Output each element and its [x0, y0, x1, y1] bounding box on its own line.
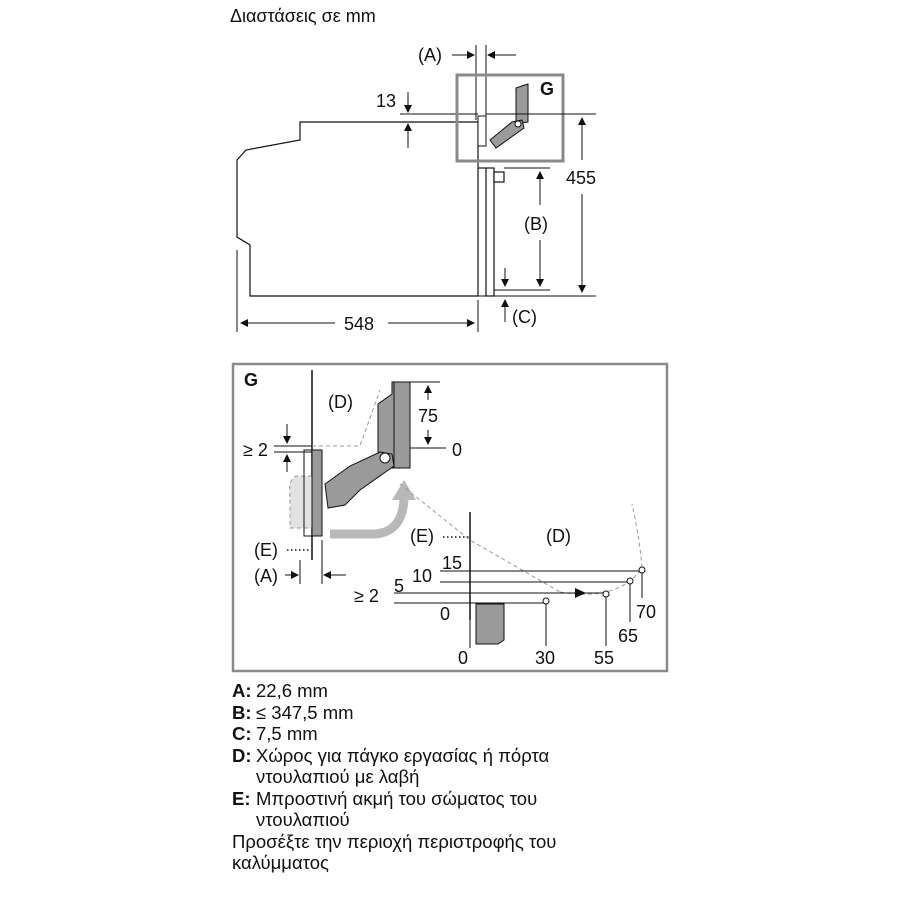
- legend-text: Χώρος για πάγκο εργασίας ή πόρτα ντουλαπ…: [256, 744, 550, 788]
- legend-key: D:: [232, 744, 252, 766]
- scale-0: 0: [440, 604, 450, 624]
- legend-row-B: B: ≤ 347,5 mm: [232, 702, 556, 724]
- label-B: (B): [524, 214, 548, 234]
- legend-text: Μπροστινή ακμή του σώματος του ντουλαπιο…: [256, 787, 538, 831]
- label-A-top: (A): [418, 45, 442, 65]
- label-A-detail: (A): [254, 566, 278, 586]
- legend-row-A: A: 22,6 mm: [232, 680, 556, 702]
- bracket-plate: [393, 381, 411, 469]
- scale-5: 5: [394, 576, 404, 596]
- rotation-arrowhead: [392, 480, 416, 500]
- label-C: (C): [512, 307, 537, 327]
- legend-key: B:: [232, 701, 252, 723]
- oven-side-view: [236, 121, 505, 297]
- scale-10: 10: [412, 566, 432, 586]
- legend: A: 22,6 mm B: ≤ 347,5 mm C: 7,5 mm D: Χώ…: [232, 680, 556, 874]
- point-70: [638, 566, 646, 574]
- dim-75: 75: [418, 406, 438, 426]
- detail-G-frame: [231, 362, 669, 673]
- dashed-outline: [312, 389, 381, 447]
- door-outline: [303, 449, 323, 537]
- ge2-top: ≥ 2: [243, 440, 268, 460]
- dim-455: 455: [566, 168, 596, 188]
- legend-text: 7,5 mm: [256, 723, 318, 744]
- dim-0-top: 0: [452, 440, 462, 460]
- door-panel: [311, 449, 323, 537]
- point-30: [542, 597, 550, 605]
- legend-text: ≤ 347,5 mm: [256, 701, 354, 723]
- direction-arrowhead: [575, 588, 586, 598]
- door-top: [477, 115, 487, 147]
- label-E-right: (E): [410, 526, 434, 546]
- cabinet-block: [475, 603, 505, 645]
- legend-key: C:: [232, 723, 252, 744]
- legend-text: 22,6 mm: [256, 680, 328, 701]
- bottom-55: 55: [594, 648, 614, 668]
- hinge-rotation-area: [289, 475, 312, 529]
- dim-548: 548: [344, 314, 374, 334]
- hinge-small: [489, 83, 529, 149]
- legend-row-E: E: Μπροστινή ακμή του σώματος του ντουλα…: [232, 788, 556, 831]
- bottom-65: 65: [618, 626, 638, 646]
- page-title: Διαστάσεις σε mm: [230, 6, 376, 26]
- detail-G-box: [455, 73, 565, 163]
- rotation-arrow: [330, 499, 409, 539]
- bottom-30: 30: [535, 648, 555, 668]
- label-G-detail: G: [244, 370, 258, 390]
- note-text: Προσέξτε την περιοχή περιστροφής του καλ…: [232, 830, 557, 874]
- ge2-bottom: ≥ 2: [354, 586, 379, 606]
- hinge-arm: [324, 451, 395, 509]
- legend-key: A:: [232, 680, 252, 701]
- legend-row-D: D: Χώρος για πάγκο εργασίας ή πόρτα ντου…: [232, 745, 556, 788]
- legend-row-C: C: 7,5 mm: [232, 723, 556, 745]
- label-E-left: (E): [254, 540, 278, 560]
- point-55: [602, 590, 610, 598]
- legend-key: E:: [232, 787, 251, 809]
- hinge-pivot: [379, 452, 391, 464]
- scale-15: 15: [442, 553, 462, 573]
- dim-13: 13: [376, 91, 396, 111]
- label-G-top: G: [540, 79, 554, 99]
- legend-note: Προσέξτε την περιοχή περιστροφής του καλ…: [232, 831, 556, 874]
- label-D-detail: (D): [328, 392, 353, 412]
- dashed-arc: [559, 503, 643, 595]
- bottom-70: 70: [636, 602, 656, 622]
- dashed-path: [399, 483, 561, 593]
- point-65: [626, 577, 634, 585]
- bottom-0: 0: [458, 648, 468, 668]
- label-D-right: (D): [546, 526, 571, 546]
